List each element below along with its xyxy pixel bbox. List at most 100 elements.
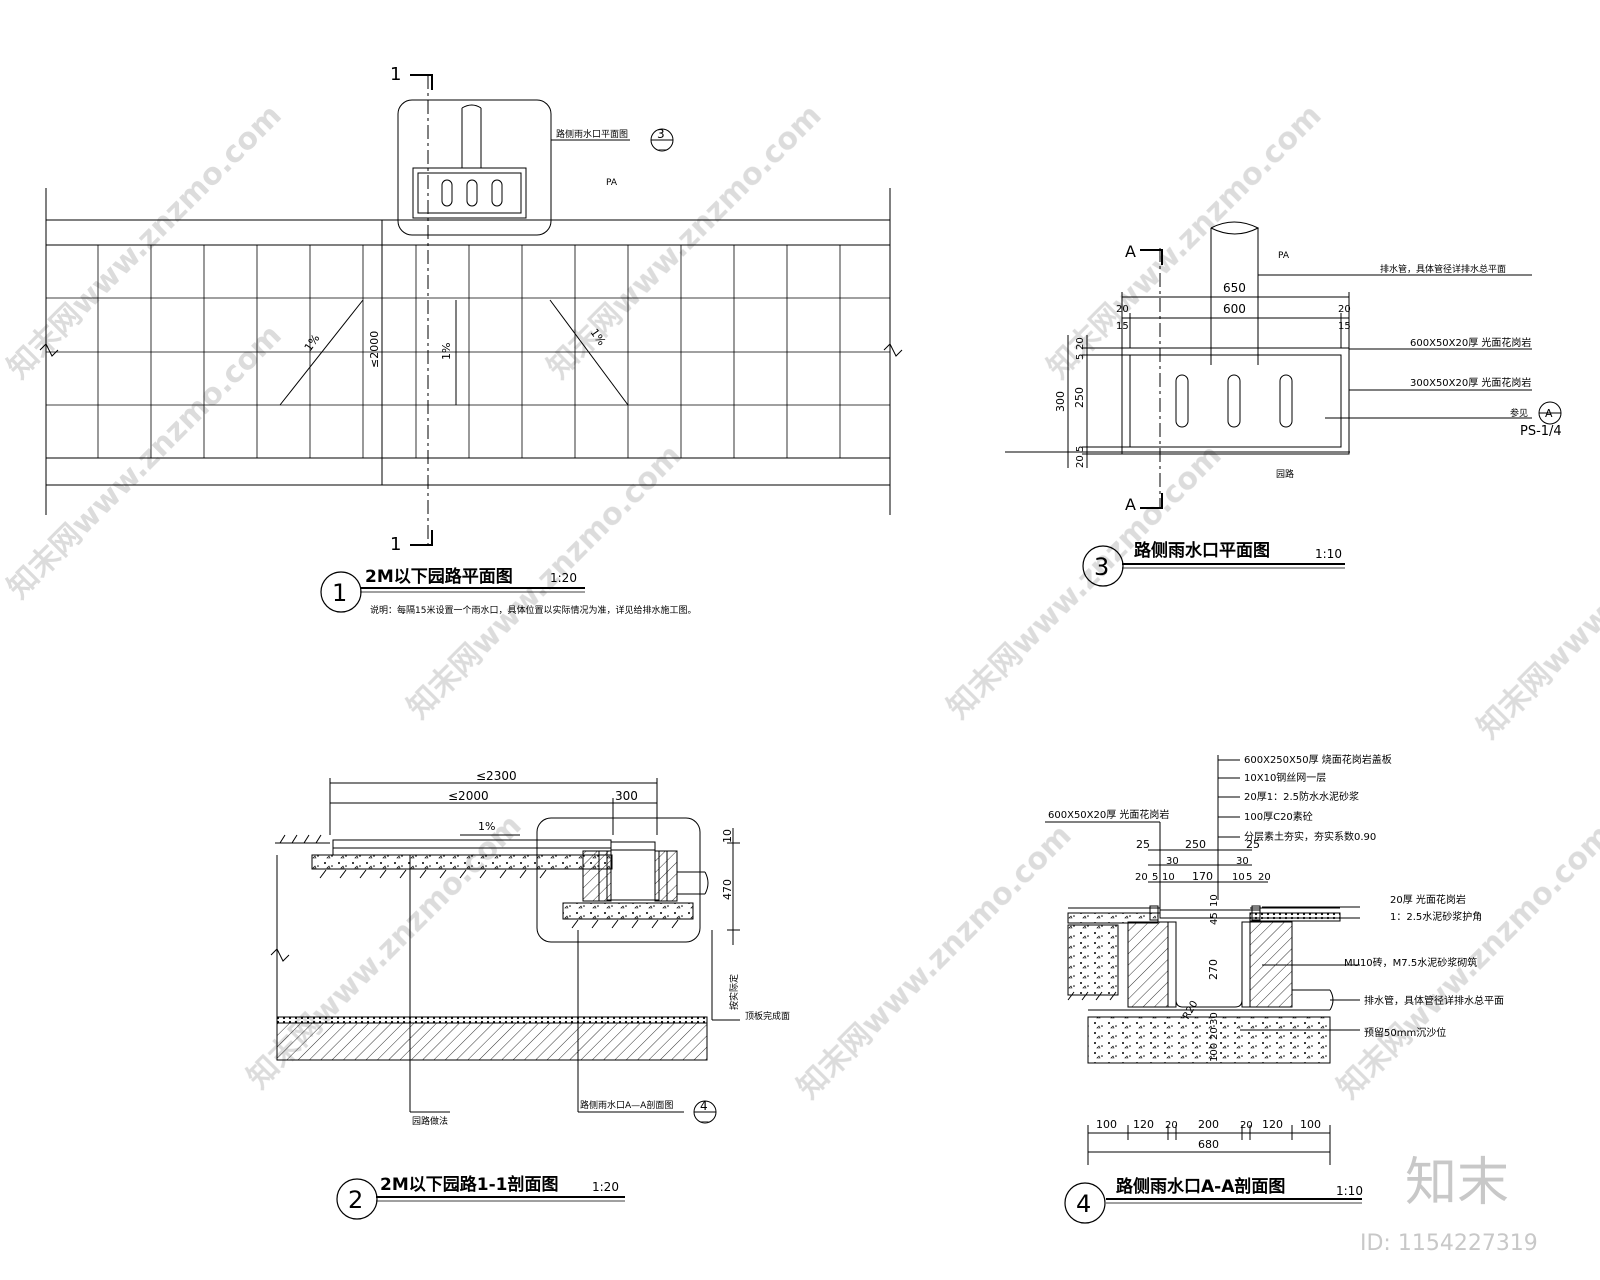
watermark-text: 知末网www.znzmo.com bbox=[941, 438, 1229, 726]
dim-v: 45 bbox=[1209, 912, 1220, 925]
drawing-title: 2M以下园路平面图 bbox=[365, 566, 513, 587]
dim-bottom: 120 bbox=[1133, 1118, 1154, 1131]
dim-top3: 20 bbox=[1258, 872, 1271, 883]
label-refer: 参见 bbox=[1510, 407, 1528, 419]
dim-top3: 5 bbox=[1246, 872, 1252, 883]
dim-bottom: 120 bbox=[1262, 1118, 1283, 1131]
title-circle bbox=[336, 1178, 378, 1220]
dim-20: 20 bbox=[1338, 304, 1351, 315]
right-label: 预留50mm沉沙位 bbox=[1364, 1026, 1446, 1039]
layer-label: 分层素土夯实，夯实系数0.90 bbox=[1244, 830, 1376, 843]
pa-label: PA bbox=[1278, 251, 1290, 261]
drawing-title: 路侧雨水口平面图 bbox=[1134, 540, 1270, 561]
drawing3-plan bbox=[1005, 221, 1562, 509]
dim-v: 20 bbox=[1209, 1027, 1220, 1040]
left-label: 600X50X20厚 光面花岗岩 bbox=[1048, 808, 1169, 821]
layer-label: 100厚C20素砼 bbox=[1244, 810, 1313, 823]
image-id: ID: 1154227319 bbox=[1360, 1231, 1538, 1256]
drawing-number: 2 bbox=[348, 1186, 363, 1214]
dim-v: 270 bbox=[1207, 959, 1220, 980]
dim-bottom: 100 bbox=[1300, 1118, 1321, 1131]
dim-road: ≤2000 bbox=[448, 789, 489, 803]
section-mark-label: 1 bbox=[390, 534, 401, 555]
logo-text: 知末 bbox=[1405, 1153, 1509, 1213]
section-mark-label: 1 bbox=[390, 64, 401, 85]
drawing-scale: 1:20 bbox=[550, 571, 577, 585]
callout-label: 路侧雨水口A—A剖面图 bbox=[580, 1099, 673, 1111]
watermark-text: 知末网www.znzmo.com bbox=[1471, 458, 1600, 746]
dim-20: 20 bbox=[1075, 337, 1086, 350]
detail-sheet: PS-1/4 bbox=[1520, 424, 1562, 439]
watermark-layer: 知末网www.znzmo.com 知末网www.znzmo.com 知末网www… bbox=[1, 98, 1600, 1106]
watermark-text: 知末网www.znzmo.com bbox=[541, 98, 829, 386]
dim-250: 250 bbox=[1073, 387, 1086, 408]
slope-label: 1% bbox=[478, 820, 495, 833]
dim-v: 100 bbox=[1209, 1043, 1220, 1062]
slope-label: 1% bbox=[302, 332, 323, 354]
right-label: MU10砖，M7.5水泥砂浆砌筑 bbox=[1344, 956, 1477, 969]
drawing-scale: 1:20 bbox=[592, 1180, 619, 1194]
dim-25: 25 bbox=[1136, 838, 1150, 851]
dim-30: 30 bbox=[1166, 856, 1179, 867]
callout-sheet: — bbox=[658, 145, 667, 155]
dim-15: 15 bbox=[1116, 321, 1129, 332]
title-circle bbox=[1082, 545, 1124, 587]
drawing4-text: 600X250X50厚 烧面花岗岩盖板 10X10钢丝网一层 20厚1：2.5防… bbox=[1048, 753, 1504, 1224]
dim-5: 5 bbox=[1075, 354, 1086, 360]
drawing1-plan bbox=[39, 74, 903, 546]
callout-number: 4 bbox=[700, 1099, 708, 1113]
drawing2-text: ≤2300 ≤2000 300 10 470 1% 按实际定 顶板完成面 园路做… bbox=[336, 769, 790, 1220]
drawing-scale: 1:10 bbox=[1315, 547, 1342, 561]
dim-inlet: 300 bbox=[615, 789, 638, 803]
drawing-scale: 1:10 bbox=[1336, 1184, 1363, 1198]
label-granite-600: 600X50X20厚 光面花岗岩 bbox=[1410, 336, 1531, 349]
watermark-text: 知末网www.znzmo.com bbox=[791, 818, 1079, 1106]
layer-label: 600X250X50厚 烧面花岗岩盖板 bbox=[1244, 753, 1392, 766]
dim-250: 250 bbox=[1185, 838, 1206, 851]
dim-v: 30 bbox=[1209, 1012, 1220, 1025]
drawing-title: 2M以下园路1-1剖面图 bbox=[380, 1174, 558, 1195]
right-label: 20厚 光面花岗岩 bbox=[1390, 893, 1466, 906]
layer-label: 20厚1：2.5防水水泥砂浆 bbox=[1244, 790, 1359, 803]
drawing-note: 说明：每隔15米设置一个雨水口，具体位置以实际情况为准，详见给排水施工图。 bbox=[370, 604, 696, 616]
dim-top3: 10 bbox=[1232, 872, 1245, 883]
dim-10: 10 bbox=[721, 829, 734, 843]
dim-top3: 10 bbox=[1162, 872, 1175, 883]
callout-number: 3 bbox=[657, 127, 665, 141]
dim-470: 470 bbox=[721, 879, 734, 900]
dim-600: 600 bbox=[1223, 302, 1246, 316]
label-granite-300: 300X50X20厚 光面花岗岩 bbox=[1410, 376, 1531, 389]
dim-bottom: 100 bbox=[1096, 1118, 1117, 1131]
dim-300: 300 bbox=[1054, 391, 1067, 412]
drawing-number: 1 bbox=[332, 579, 347, 607]
callout-sheet: — bbox=[700, 1117, 709, 1127]
slope-label: 1% bbox=[440, 343, 453, 360]
drawing4-section bbox=[1045, 755, 1360, 1165]
right-label: 排水管，具体管径详排水总平面 bbox=[1364, 994, 1504, 1007]
callout-label: 路侧雨水口平面图 bbox=[556, 128, 628, 140]
label-depth: 按实际定 bbox=[728, 974, 740, 1010]
right-label: 1：2.5水泥砂浆护角 bbox=[1390, 910, 1482, 923]
dim-bottom: 20 bbox=[1165, 1120, 1178, 1131]
paving-grid bbox=[46, 245, 890, 458]
label-road: 园路做法 bbox=[412, 1115, 448, 1127]
section-mark-label: A bbox=[1125, 242, 1136, 261]
drawing2-section bbox=[270, 778, 740, 1124]
drawing3-text: A A PA 650 600 20 20 15 15 20 5 250 5 20… bbox=[1054, 242, 1562, 587]
dim-650: 650 bbox=[1223, 281, 1246, 295]
label-ground: 顶板完成面 bbox=[745, 1010, 790, 1022]
drawing-number: 4 bbox=[1076, 1190, 1091, 1218]
drawing1-text: 1 1 路侧雨水口平面图 3 — PA 1% 1% 1% ≤2000 1 2M以… bbox=[302, 64, 697, 616]
dim-top3: 170 bbox=[1192, 870, 1213, 883]
drawing-title: 路侧雨水口A-A剖面图 bbox=[1116, 1176, 1285, 1197]
dim-20: 20 bbox=[1116, 304, 1129, 315]
drawing-number: 3 bbox=[1094, 553, 1109, 581]
dim-top3: 5 bbox=[1152, 872, 1158, 883]
dim-total: ≤2300 bbox=[476, 769, 517, 783]
title-circle bbox=[1064, 1182, 1106, 1224]
dim-5: 5 bbox=[1075, 446, 1086, 452]
pa-label: PA bbox=[606, 178, 618, 188]
dim-20: 20 bbox=[1075, 455, 1086, 468]
section-mark-label: A bbox=[1125, 495, 1136, 514]
